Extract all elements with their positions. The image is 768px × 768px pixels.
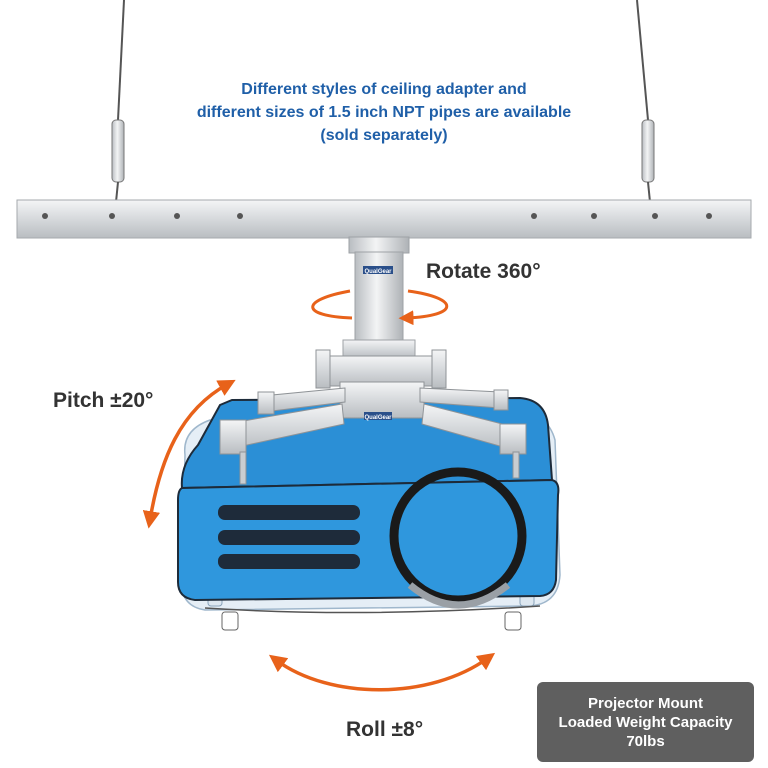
rotate-label: Rotate 360° bbox=[426, 260, 541, 283]
ceiling-beam bbox=[16, 199, 752, 239]
pitch-arrow bbox=[142, 379, 236, 529]
projector-lens bbox=[389, 467, 527, 609]
projector-vents bbox=[218, 505, 360, 569]
capacity-line2: Loaded Weight Capacity bbox=[558, 713, 733, 731]
pole-brand-logo: QualGear bbox=[364, 269, 392, 275]
mount-brand-logo: QualGear bbox=[364, 415, 392, 421]
pitch-label: Pitch ±20° bbox=[53, 389, 154, 412]
capacity-line1: Projector Mount bbox=[588, 694, 703, 712]
roll-label: Roll ±8° bbox=[346, 718, 424, 741]
suspension-cable-right bbox=[636, 0, 655, 231]
availability-note-line2: different sizes of 1.5 inch NPT pipes ar… bbox=[196, 104, 572, 121]
availability-note-line3: (sold separately) bbox=[320, 127, 448, 144]
capacity-line3: 70lbs bbox=[626, 732, 665, 750]
suspension-cable-left bbox=[111, 0, 125, 231]
rotate-arrow bbox=[311, 289, 449, 326]
roll-arrow bbox=[268, 652, 496, 692]
extension-pole: QualGear bbox=[342, 236, 416, 359]
availability-note: Different styles of ceiling adapter and … bbox=[150, 78, 618, 147]
weight-capacity-badge: Projector Mount Loaded Weight Capacity 7… bbox=[537, 682, 754, 762]
availability-note-line1: Different styles of ceiling adapter and bbox=[241, 81, 527, 98]
